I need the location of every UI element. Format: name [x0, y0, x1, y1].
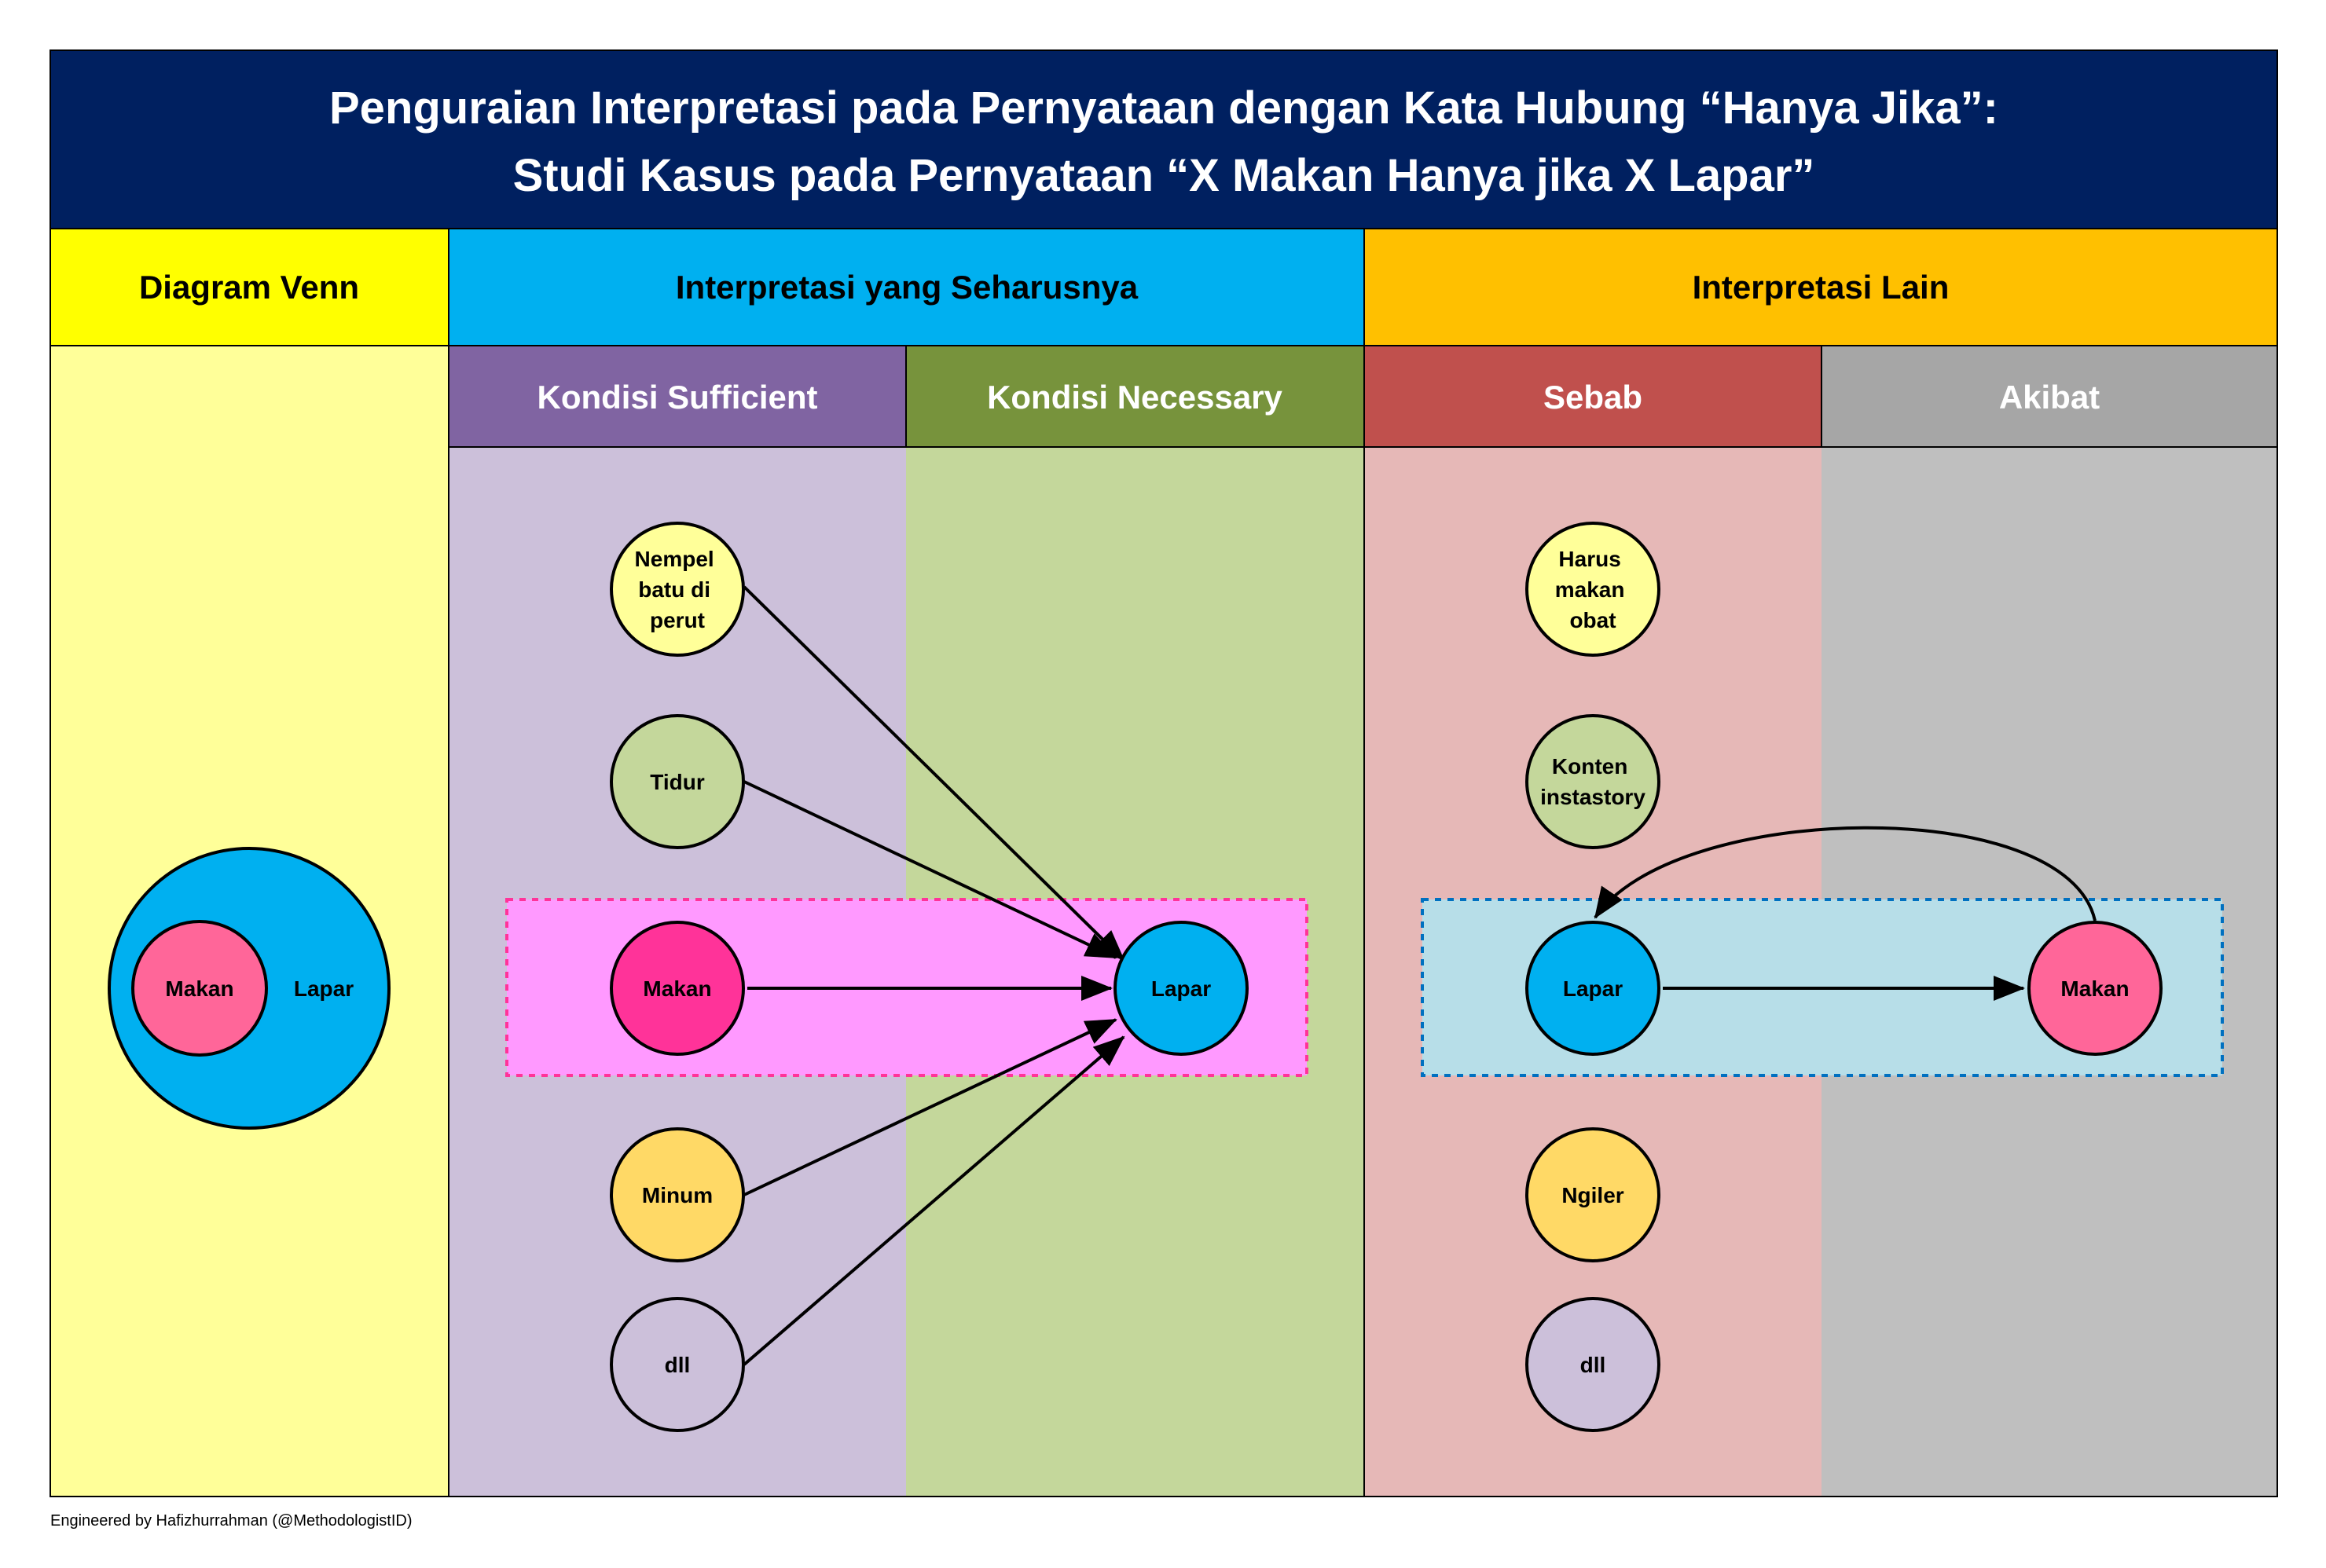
- node-lapar-necessary: [1113, 921, 1249, 1056]
- node-lapar-cause: [1525, 921, 1660, 1056]
- node-dll-cause-label: dll: [1580, 1353, 1606, 1377]
- node-minum: [610, 1127, 745, 1262]
- effect-header: [1821, 345, 2278, 448]
- node-ngiler: [1525, 1127, 1660, 1262]
- node-dll-label: dll: [665, 1353, 691, 1377]
- proper-arrows: [743, 585, 1125, 1366]
- footer-credit: Engineered by Hafizhurrahman (@Methodolo…: [50, 1512, 413, 1530]
- node-nempel-batu: [610, 522, 745, 657]
- other-column-frame: [1363, 446, 2278, 1497]
- node-nempel-line-1: Nempel: [635, 547, 714, 571]
- node-tidur: [610, 714, 745, 849]
- arrow-dll-to-lapar: [743, 1035, 1125, 1366]
- arrow-minum-to-lapar: [743, 1018, 1117, 1196]
- node-harus-line-1: Harus: [1558, 547, 1620, 571]
- title-bar: [50, 49, 2278, 229]
- node-harus-line-2: makan: [1555, 577, 1625, 602]
- cause-header-label: Sebab: [1543, 379, 1642, 416]
- node-konten-instastory: [1525, 714, 1660, 849]
- node-nempel-label: Nempel batu di perut: [635, 547, 721, 632]
- other-arrows: [1594, 826, 2097, 1001]
- title-line-1: Penguraian Interpretasi pada Pernyataan …: [329, 82, 1998, 134]
- node-konten-line-1: Konten: [1552, 754, 1627, 779]
- other-header-label: Interpretasi Lain: [1693, 269, 1950, 306]
- proper-header-label: Interpretasi yang Seharusnya: [676, 269, 1139, 306]
- node-dll-cause: [1525, 1297, 1660, 1432]
- node-nempel-line-3: perut: [650, 608, 705, 632]
- proper-sufficient-nodes: [610, 522, 745, 1432]
- arrow-nempel-to-lapar: [743, 585, 1125, 962]
- arrow-makan-back-to-lapar: [1594, 826, 2097, 921]
- proper-header: [448, 228, 1365, 346]
- node-nempel-line-2: batu di: [638, 577, 710, 602]
- title-line-2: Studi Kasus pada Pernyataan “X Makan Han…: [513, 150, 1815, 201]
- node-lapar-cause-label: Lapar: [1563, 976, 1623, 1001]
- node-harus-line-3: obat: [1569, 608, 1616, 632]
- node-makan-label: Makan: [643, 976, 711, 1001]
- node-makan: [610, 921, 745, 1056]
- sufficient-header: [448, 345, 907, 448]
- node-dll: [610, 1297, 745, 1432]
- necessary-header: [905, 345, 1365, 448]
- node-harus-label: Harus makan obat: [1555, 547, 1631, 632]
- node-makan-effect-label: Makan: [2060, 976, 2129, 1001]
- venn-header: [50, 228, 449, 346]
- node-ngiler-label: Ngiler: [1561, 1183, 1623, 1207]
- venn-header-label: Diagram Venn: [139, 269, 359, 306]
- other-header: [1363, 228, 2278, 346]
- sufficient-header-label: Kondisi Sufficient: [537, 379, 818, 416]
- venn-inner-circle: [131, 920, 268, 1057]
- node-konten-label: Konten instastory: [1540, 754, 1645, 809]
- venn-outer-label: Lapar: [294, 976, 354, 1001]
- node-lapar-necessary-label: Lapar: [1151, 976, 1211, 1001]
- node-minum-label: Minum: [642, 1183, 713, 1207]
- node-konten-line-2: instastory: [1540, 785, 1645, 809]
- arrow-tidur-to-lapar: [743, 780, 1117, 959]
- node-tidur-label: Tidur: [650, 770, 705, 794]
- necessary-header-label: Kondisi Necessary: [987, 379, 1282, 416]
- other-cause-nodes: [1525, 522, 1660, 1432]
- node-makan-effect: [2027, 921, 2163, 1056]
- venn-inner-label: Makan: [165, 976, 233, 1001]
- effect-header-label: Akibat: [1999, 379, 2100, 416]
- node-harus-makan-obat: [1525, 522, 1660, 657]
